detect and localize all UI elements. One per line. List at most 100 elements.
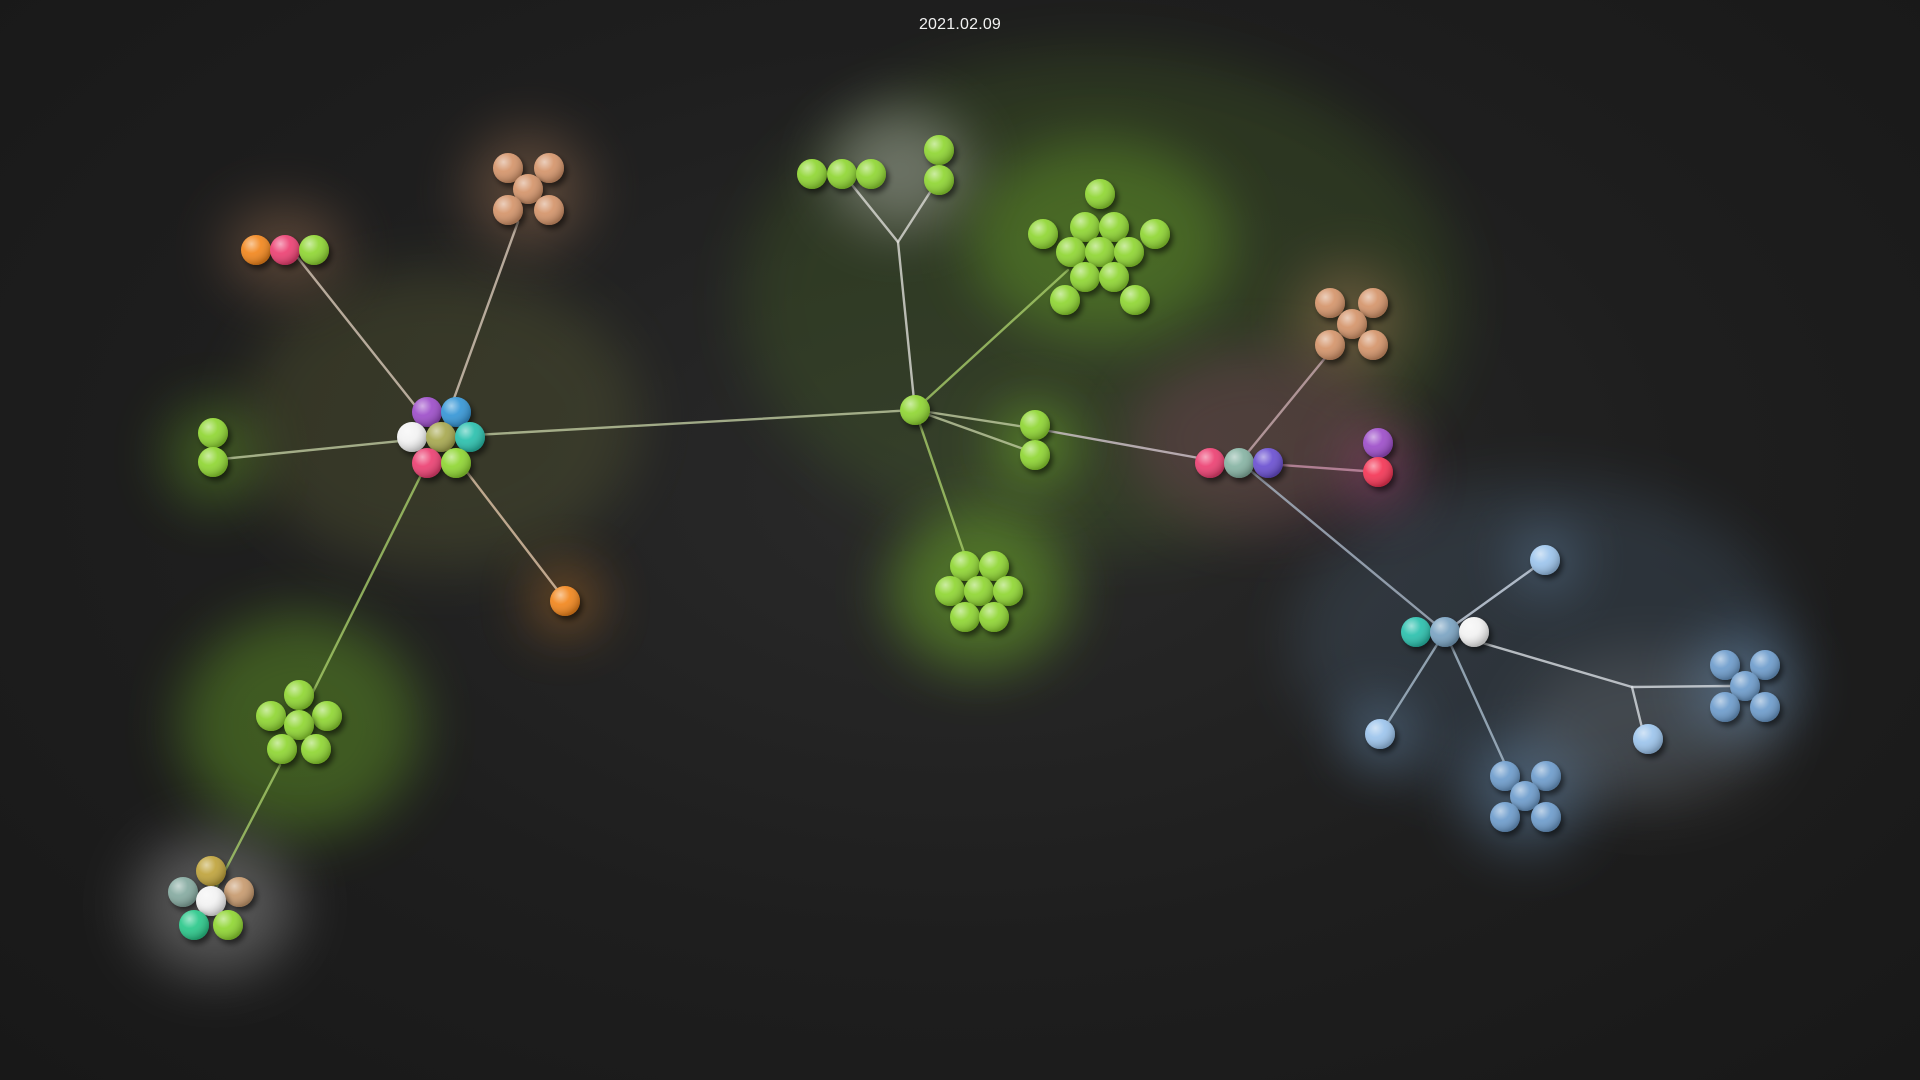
cluster-glow [1130, 350, 1390, 530]
graph-node[interactable] [979, 551, 1009, 581]
graph-node[interactable] [168, 877, 198, 907]
graph-node[interactable] [1020, 410, 1050, 440]
graph-node[interactable] [196, 856, 226, 886]
graph-node[interactable] [284, 680, 314, 710]
graph-node[interactable] [270, 235, 300, 265]
graph-node[interactable] [1253, 448, 1283, 478]
graph-node[interactable] [1028, 219, 1058, 249]
graph-node[interactable] [1056, 237, 1086, 267]
graph-node[interactable] [964, 576, 994, 606]
graph-edge [438, 408, 917, 439]
graph-node[interactable] [1750, 650, 1780, 680]
graph-node[interactable] [924, 165, 954, 195]
date-label: 2021.02.09 [918, 16, 1002, 33]
graph-node[interactable] [1195, 448, 1225, 478]
graph-node[interactable] [1315, 288, 1345, 318]
graph-node[interactable] [1365, 719, 1395, 749]
graph-node[interactable] [534, 153, 564, 183]
graph-node[interactable] [1140, 219, 1170, 249]
graph-node[interactable] [1358, 330, 1388, 360]
graph-node[interactable] [935, 576, 965, 606]
graph-node[interactable] [1337, 309, 1367, 339]
graph-node[interactable] [299, 235, 329, 265]
graph-node[interactable] [267, 734, 297, 764]
graph-node[interactable] [1070, 262, 1100, 292]
graph-edge [913, 408, 1034, 454]
graph-edge [1378, 630, 1447, 737]
graph-edge [896, 181, 938, 244]
graph-node[interactable] [1710, 650, 1740, 680]
graph-node[interactable] [241, 235, 271, 265]
graph-edge [1443, 558, 1547, 634]
graph-node[interactable] [1490, 802, 1520, 832]
graph-node[interactable] [412, 397, 442, 427]
graph-edge [846, 178, 900, 244]
graph-node[interactable] [827, 159, 857, 189]
graph-node[interactable] [493, 195, 523, 225]
graph-node[interactable] [1358, 288, 1388, 318]
graph-node[interactable] [1750, 692, 1780, 722]
graph-node[interactable] [1120, 285, 1150, 315]
graph-node[interactable] [301, 734, 331, 764]
graph-node[interactable] [179, 910, 209, 940]
graph-node[interactable] [1530, 545, 1560, 575]
graph-node[interactable] [196, 886, 226, 916]
graph-node[interactable] [1050, 285, 1080, 315]
graph-edge [1630, 684, 1732, 689]
graph-node[interactable] [924, 135, 954, 165]
graph-node[interactable] [493, 153, 523, 183]
graph-edge [1030, 426, 1212, 462]
graph-node[interactable] [900, 395, 930, 425]
graph-node[interactable] [1315, 330, 1345, 360]
graph-node[interactable] [426, 422, 456, 452]
graph-node[interactable] [312, 701, 342, 731]
graph-node[interactable] [1430, 617, 1460, 647]
graph-node[interactable] [397, 422, 427, 452]
graph-node[interactable] [1099, 212, 1129, 242]
graph-edge [1238, 460, 1447, 634]
graph-node[interactable] [198, 447, 228, 477]
graph-node[interactable] [1363, 428, 1393, 458]
graph-node[interactable] [950, 602, 980, 632]
graph-node[interactable] [1490, 761, 1520, 791]
graph-node[interactable] [1531, 802, 1561, 832]
graph-node[interactable] [198, 418, 228, 448]
cluster-glow [240, 270, 640, 570]
graph-node[interactable] [979, 602, 1009, 632]
graph-node[interactable] [455, 422, 485, 452]
graph-node[interactable] [1363, 457, 1393, 487]
graph-node[interactable] [441, 448, 471, 478]
graph-node[interactable] [534, 195, 564, 225]
graph-node[interactable] [1510, 781, 1540, 811]
graph-node[interactable] [1459, 617, 1489, 647]
graph-node[interactable] [1099, 262, 1129, 292]
graph-node[interactable] [513, 174, 543, 204]
graph-node[interactable] [284, 710, 314, 740]
graph-node[interactable] [1633, 724, 1663, 754]
graph-node[interactable] [1085, 237, 1115, 267]
graph-node[interactable] [550, 586, 580, 616]
graph-node[interactable] [441, 397, 471, 427]
graph-node[interactable] [1401, 617, 1431, 647]
graph-node[interactable] [224, 877, 254, 907]
graph-node[interactable] [1085, 179, 1115, 209]
graph-node[interactable] [412, 448, 442, 478]
graph-node[interactable] [1531, 761, 1561, 791]
graph-node[interactable] [256, 701, 286, 731]
graph-node[interactable] [950, 551, 980, 581]
graph-node[interactable] [1224, 448, 1254, 478]
graph-node[interactable] [1730, 671, 1760, 701]
graph-node[interactable] [213, 910, 243, 940]
graph-node[interactable] [1710, 692, 1740, 722]
graph-edge [896, 240, 917, 412]
graph-node[interactable] [797, 159, 827, 189]
graph-edge [913, 268, 1070, 412]
graph-node[interactable] [993, 576, 1023, 606]
graph-node[interactable] [856, 159, 886, 189]
graph-node[interactable] [1114, 237, 1144, 267]
graph-node[interactable] [1070, 212, 1100, 242]
graph-edge [1238, 350, 1332, 464]
graph-node[interactable] [1020, 440, 1050, 470]
